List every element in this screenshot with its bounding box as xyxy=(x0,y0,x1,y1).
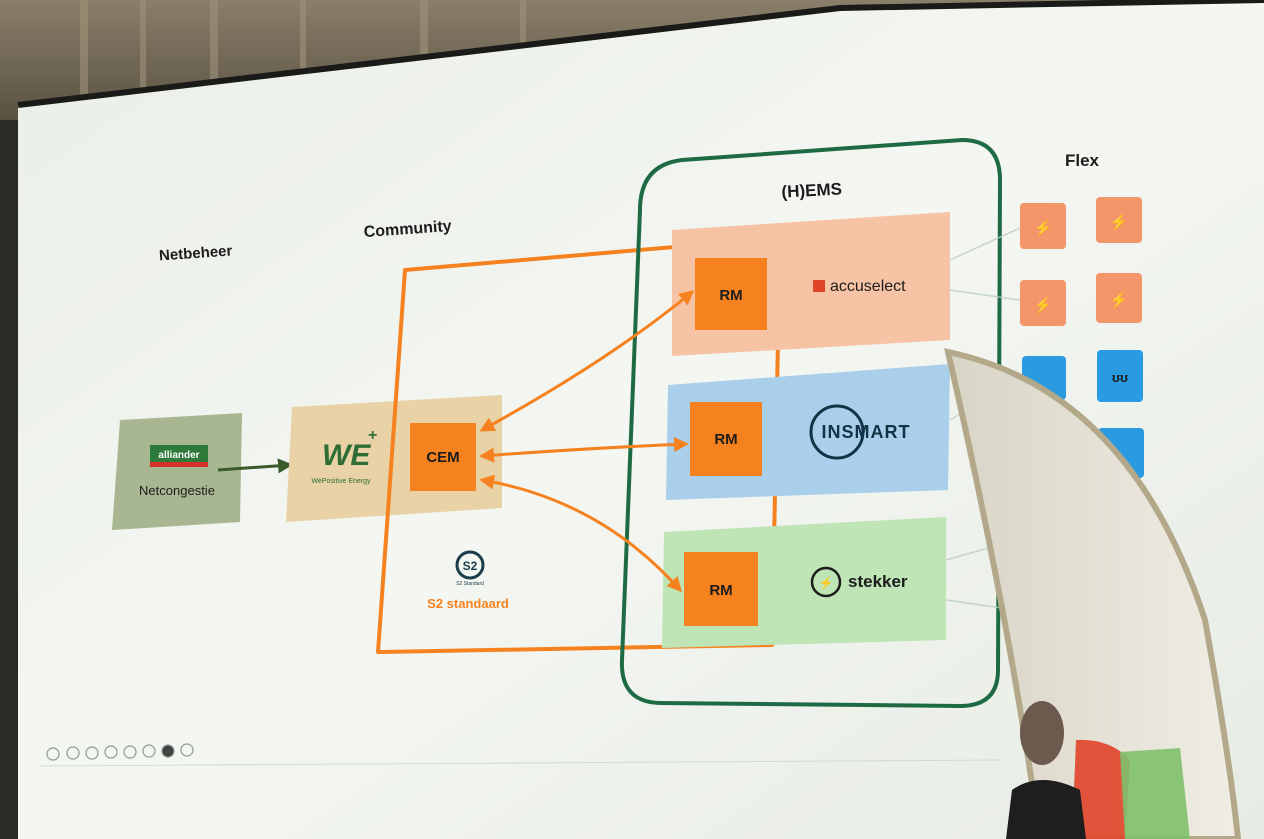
accuselect-logo: accuselect xyxy=(813,278,906,295)
svg-text:⚡: ⚡ xyxy=(1034,219,1053,237)
slide-controls[interactable] xyxy=(46,743,194,761)
s2-caption: S2 standaard xyxy=(427,596,509,611)
flag-red-mark xyxy=(1072,739,1130,839)
community-card: WE + WePositive Energy CEM xyxy=(286,395,502,522)
svg-text:stekker: stekker xyxy=(848,572,908,591)
arrow-cem-rm3 xyxy=(479,474,682,593)
svg-text:⚡: ⚡ xyxy=(1034,296,1053,314)
svg-text:ʊʊ: ʊʊ xyxy=(1112,370,1128,385)
wepositive-subtext: WePositive Energy xyxy=(311,478,371,485)
cem-box xyxy=(410,423,476,491)
flex-icon-5: ʊʊ xyxy=(1097,350,1143,402)
svg-text:RM: RM xyxy=(714,431,737,448)
alliander-logo: alliander xyxy=(158,450,199,461)
beach-flag xyxy=(944,348,1242,839)
arrow-cem-rm2 xyxy=(479,437,689,463)
flag-green-mark xyxy=(1120,748,1190,839)
wepositive-plus: + xyxy=(368,427,377,444)
arrow-cem-rm1 xyxy=(479,290,695,432)
insmart-logo: INSMART xyxy=(809,404,911,460)
flex-icon-2: ⚡ xyxy=(1096,197,1142,243)
svg-text:S2: S2 xyxy=(463,559,478,573)
person-silhouette xyxy=(1006,701,1086,839)
hems-boundary xyxy=(619,137,1003,709)
rm-box-3: RM xyxy=(684,552,758,626)
heading-netbeheer: Netbeheer xyxy=(159,242,234,264)
heading-hems: (H)EMS xyxy=(781,179,842,201)
cem-label: CEM xyxy=(426,449,459,466)
heading-community: Community xyxy=(363,218,452,241)
s2-logo: S2 S2 Standard S2 standaard xyxy=(427,550,509,611)
flex-icon-3: ⚡ xyxy=(1020,280,1066,326)
rm-box-1: RM xyxy=(695,258,767,330)
netbeheer-caption: Netcongestie xyxy=(139,483,215,498)
svg-text:INSMART: INSMART xyxy=(822,422,911,442)
rm-box-2: RM xyxy=(690,402,762,476)
svg-text:⚡: ⚡ xyxy=(1110,291,1129,309)
svg-text:accuselect: accuselect xyxy=(830,278,906,295)
netbeheer-card: alliander Netcongestie xyxy=(112,413,242,530)
svg-text:⚡: ⚡ xyxy=(819,576,834,590)
heading-flex: Flex xyxy=(1065,151,1100,170)
svg-text:RM: RM xyxy=(719,287,742,304)
s2-small-text: S2 Standard xyxy=(456,581,484,587)
flex-icon-4: ⚡ xyxy=(1096,273,1142,323)
svg-text:⚡: ⚡ xyxy=(1110,213,1129,231)
community-boundary xyxy=(376,236,782,654)
stekker-logo: ⚡ stekker xyxy=(810,566,908,598)
svg-text:RM: RM xyxy=(709,582,732,599)
flex-icon-1: ⚡ xyxy=(1020,203,1066,249)
wepositive-logo: WE xyxy=(322,439,371,472)
netbeheer-to-community-arrow xyxy=(217,458,293,474)
